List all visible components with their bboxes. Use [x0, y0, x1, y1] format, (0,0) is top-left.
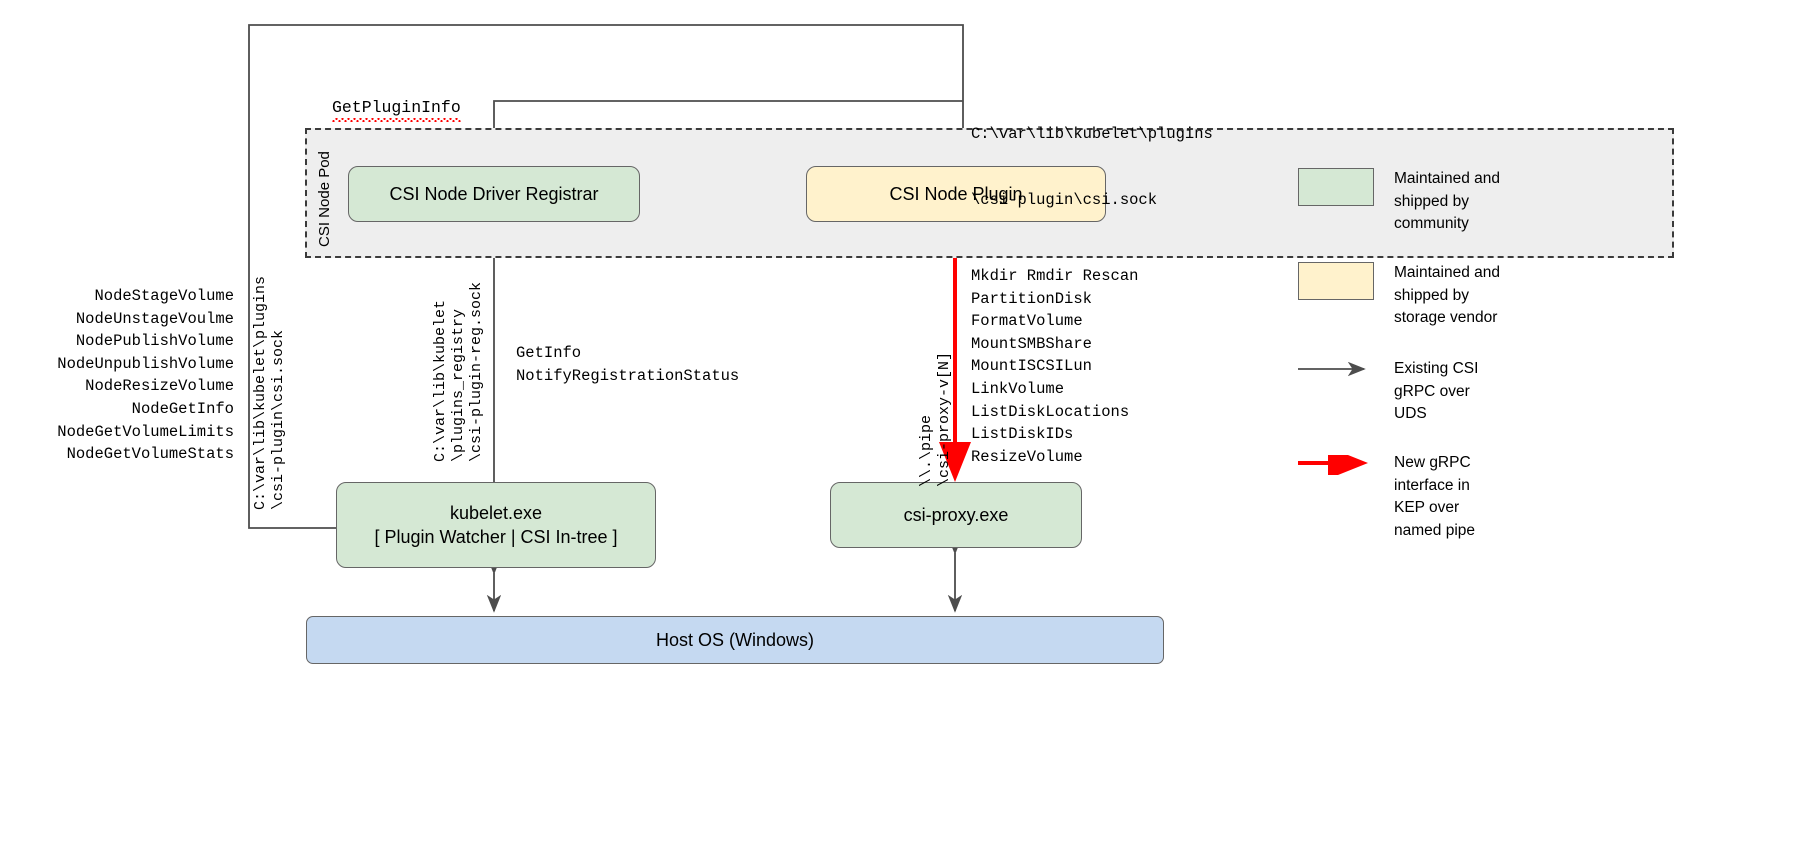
legend-arrow-new-grpc	[1298, 452, 1374, 475]
legend-item-new-grpc: New gRPC interface in KEP over named pip…	[1298, 452, 1475, 542]
csi-node-plugin-box[interactable]: CSI Node Plugin	[806, 166, 1106, 222]
legend-swatch-community	[1298, 168, 1374, 206]
registration-rpc-list: GetInfo NotifyRegistrationStatus	[516, 344, 740, 385]
vertical-registry-sock-path-label: C:\var\lib\kubelet \plugins_registry \cs…	[432, 282, 485, 463]
csi-proxy-rpc-list: Mkdir Rmdir Rescan PartitionDisk FormatV…	[971, 267, 1139, 466]
host-os-box[interactable]: Host OS (Windows)	[306, 616, 1164, 664]
csi-node-driver-registrar-label: CSI Node Driver Registrar	[389, 183, 599, 204]
node-service-rpc-list: NodeStageVolume NodeUnstageVoulme NodePu…	[57, 287, 234, 464]
host-os-label: Host OS (Windows)	[655, 629, 815, 650]
legend-item-existing-csi: Existing CSI gRPC over UDS	[1298, 358, 1478, 426]
get-plugin-info-label: GetPluginInfo	[332, 98, 461, 122]
get-plugin-info-text: GetPluginInfo	[332, 98, 461, 122]
csi-node-plugin-label: CSI Node Plugin	[889, 183, 1023, 204]
legend-label-new-grpc: New gRPC interface in KEP over named pip…	[1394, 454, 1476, 539]
legend-arrow-existing-csi	[1298, 358, 1374, 378]
vertical-csi-sock-path-label: C:\var\lib\kubelet\plugins \csi-plugin\c…	[252, 276, 287, 511]
kubelet-exe-box[interactable]: kubelet.exe [ Plugin Watcher | CSI In-tr…	[336, 482, 656, 568]
vertical-named-pipe-label: \\.\pipe \csi-proxy-v[N]	[918, 352, 953, 488]
legend-label-community: Maintained and shipped by community	[1394, 170, 1500, 232]
csi-sock-path-line1: C:\var\lib\kubelet\plugins	[971, 125, 1213, 143]
csi-sock-path-line2: \csi-plugin\csi.sock	[971, 191, 1158, 209]
legend-item-community: Maintained and shipped by community	[1298, 168, 1500, 236]
csi-proxy-exe-box[interactable]: csi-proxy.exe	[830, 482, 1082, 548]
csi-node-driver-registrar-box[interactable]: CSI Node Driver Registrar	[348, 166, 640, 222]
legend-item-vendor: Maintained and shipped by storage vendor	[1298, 262, 1500, 330]
edge-kubelet-to-node-plugin	[248, 24, 971, 529]
csi-node-pod-label: CSI Node Pod	[316, 151, 333, 247]
legend-swatch-vendor	[1298, 262, 1374, 300]
legend-label-vendor: Maintained and shipped by storage vendor	[1394, 264, 1500, 326]
csi-sock-path-label: C:\var\lib\kubelet\plugins \csi-plugin\c…	[971, 79, 1213, 255]
kubelet-exe-label: kubelet.exe	[449, 502, 543, 523]
legend-label-existing-csi: Existing CSI gRPC over UDS	[1394, 360, 1479, 422]
csi-proxy-exe-label: csi-proxy.exe	[903, 504, 1009, 525]
kubelet-components-label: [ Plugin Watcher | CSI In-tree ]	[374, 527, 618, 547]
